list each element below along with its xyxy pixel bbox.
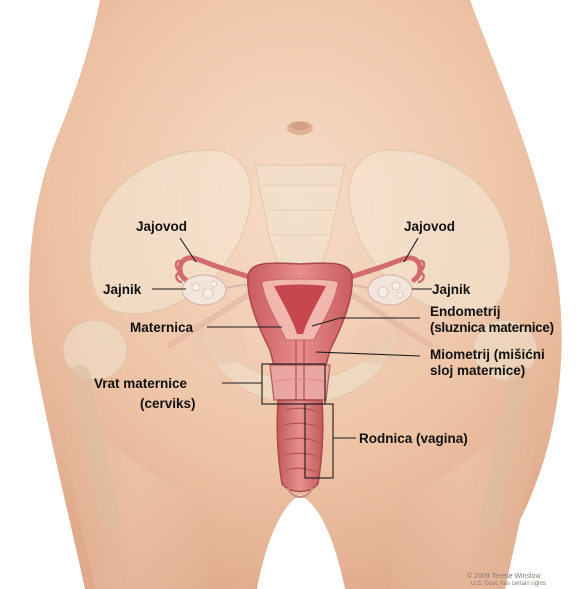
label-endometrij-line2: (sluznica maternice) — [430, 320, 554, 335]
label-rodnica: Rodnica (vagina) — [359, 431, 468, 446]
label-jajovod-right: Jajovod — [404, 219, 455, 234]
label-maternica: Maternica — [130, 320, 193, 335]
copyright-credit-line2: U.S. Govt. has certain rights — [471, 581, 546, 588]
label-jajnik-left: Jajnik — [103, 282, 141, 297]
copyright-credit-line1: © 2009 Terese Winslow — [467, 573, 541, 581]
label-vrat-line1: Vrat maternice — [94, 376, 187, 391]
label-miometrij-line2: sloj maternice) — [430, 363, 525, 378]
label-miometrij-line1: Miometrij (mišićni — [430, 347, 545, 362]
label-endometrij-line1: Endometrij — [430, 304, 501, 319]
label-jajovod-left: Jajovod — [136, 219, 187, 234]
vagina — [277, 400, 323, 497]
label-vrat-line2: (cerviks) — [140, 396, 196, 411]
label-jajnik-right: Jajnik — [432, 282, 470, 297]
